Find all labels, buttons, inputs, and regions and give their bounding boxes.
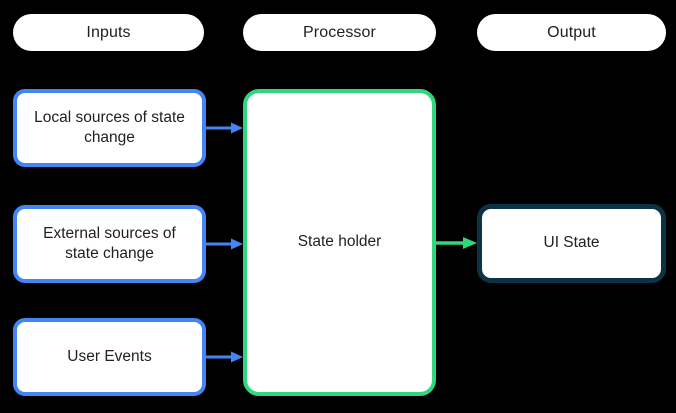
arrow-local-to-state-holder-icon — [206, 122, 243, 134]
node-ui-state: UI State — [477, 204, 666, 283]
node-label: User Events — [67, 347, 152, 365]
node-label: External sources of state change — [43, 224, 176, 262]
node-external-sources: External sources of state change — [13, 205, 206, 283]
node-state-holder: State holder — [243, 89, 436, 396]
column-header-inputs: Inputs — [13, 14, 204, 51]
column-header-output: Output — [477, 14, 666, 51]
node-user-events: User Events — [13, 318, 206, 396]
column-header-label: Inputs — [86, 23, 131, 41]
node-label: Local sources of state change — [34, 108, 185, 146]
column-header-processor: Processor — [243, 14, 436, 51]
node-label: UI State — [543, 234, 600, 252]
node-local-sources: Local sources of state change — [13, 89, 206, 167]
node-label: State holder — [297, 233, 382, 251]
arrow-state-holder-to-ui-state-icon — [436, 237, 477, 249]
column-header-label: Output — [547, 23, 596, 41]
column-header-label: Processor — [303, 23, 376, 41]
arrow-user-events-to-state-holder-icon — [206, 351, 243, 363]
arrow-external-to-state-holder-icon — [206, 238, 243, 250]
